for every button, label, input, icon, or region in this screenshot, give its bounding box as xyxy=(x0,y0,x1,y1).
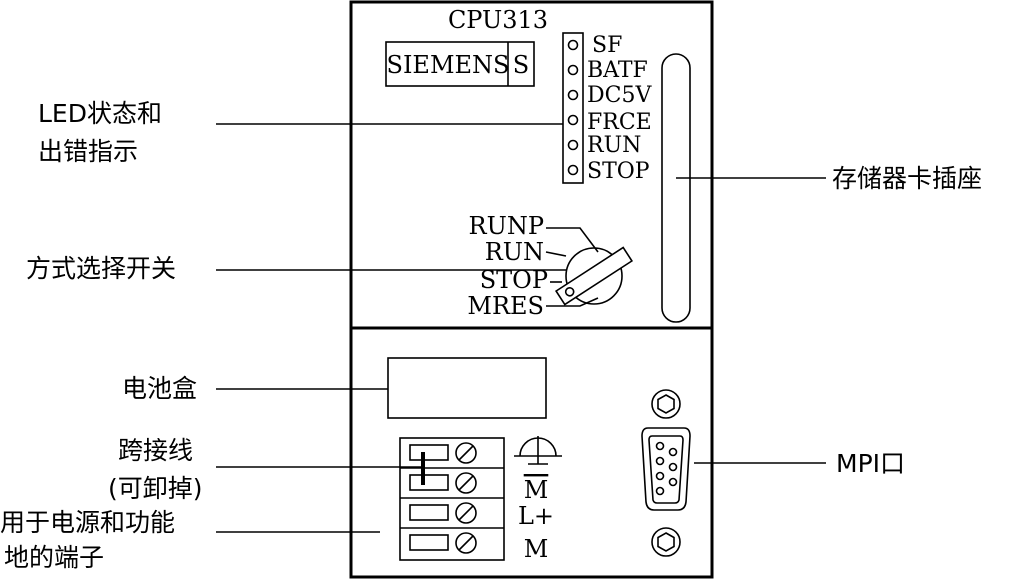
led-dot-run xyxy=(567,139,579,151)
mpi-pin-5 xyxy=(668,447,678,457)
led-label-stop: STOP xyxy=(587,159,650,184)
terminal-screw-3 xyxy=(455,502,477,524)
mpi-connector xyxy=(641,389,691,557)
callout-jumper-line2: (可卸掉) xyxy=(108,474,203,503)
led-label-sf: SF xyxy=(592,33,622,58)
terminal-screw-4 xyxy=(455,532,477,554)
mpi-screw-top xyxy=(651,389,681,419)
cpu-label: CPU313 xyxy=(448,6,548,34)
terminal-screw-4-slot xyxy=(458,535,474,551)
led-dot-dc5v xyxy=(567,89,579,101)
mpi-pin-2 xyxy=(655,456,665,466)
terminal-block-frame xyxy=(399,437,505,561)
mpi-pin-1 xyxy=(655,441,665,451)
terminal-slot-4 xyxy=(409,534,449,551)
mode-label-runp: RUNP xyxy=(469,212,544,240)
mode-label-mres: MRES xyxy=(467,292,544,320)
mode-leader-run xyxy=(545,251,567,257)
mode-leader-mres xyxy=(546,297,599,307)
terminal-screw-3-slot xyxy=(458,505,474,521)
led-dot-batf xyxy=(567,64,579,76)
siemens-suffix: S xyxy=(513,51,529,79)
terminal-block xyxy=(399,437,505,561)
mpi-screw-top-hex xyxy=(657,394,675,414)
terminal-label-lplus: L+ xyxy=(518,502,554,530)
led-dot-stop xyxy=(567,164,579,176)
mpi-port-inner xyxy=(648,435,684,504)
mode-leader-runp xyxy=(546,227,599,253)
callout-power-terminals-line1: 用于电源和功能 xyxy=(0,508,175,537)
callout-mode-selector: 方式选择开关 xyxy=(26,254,176,283)
ground-icon xyxy=(514,436,562,465)
led-label-run: RUN xyxy=(587,133,641,158)
terminal-label-m1: M xyxy=(524,476,549,504)
mpi-pin-7 xyxy=(668,477,678,487)
mpi-port-shell xyxy=(641,427,691,511)
mpi-pin-6 xyxy=(668,462,678,472)
terminal-slot-3 xyxy=(409,504,449,521)
mode-label-run: RUN xyxy=(485,238,544,266)
mpi-pin-3 xyxy=(655,471,665,481)
callout-battery-box: 电池盒 xyxy=(122,374,197,403)
led-dot-frce xyxy=(567,114,579,126)
callout-led-status-line2: 出错指示 xyxy=(38,137,138,166)
led-indicators xyxy=(567,39,579,176)
mode-switch-key xyxy=(554,246,634,306)
memory-card-slot xyxy=(661,53,691,323)
callout-jumper-line1: 跨接线 xyxy=(118,436,193,465)
terminal-label-m2: M xyxy=(524,535,549,563)
siemens-brand: SIEMENS xyxy=(387,51,510,79)
mode-switch xyxy=(554,246,634,306)
battery-box xyxy=(387,357,547,419)
terminal-screw-1 xyxy=(455,442,477,464)
terminal-slot-1 xyxy=(409,444,449,461)
callout-memory-card: 存储器卡插座 xyxy=(832,164,982,193)
mpi-screw-bottom xyxy=(651,527,681,557)
module-housing xyxy=(349,0,714,579)
callout-mpi-port: MPI口 xyxy=(836,449,905,478)
callout-led-status-line1: LED状态和 xyxy=(38,99,162,128)
led-dot-sf xyxy=(567,39,579,51)
led-label-dc5v: DC5V xyxy=(587,83,652,108)
callout-power-terminals-line2: 地的端子 xyxy=(4,543,104,572)
siemens-badge xyxy=(385,41,535,87)
led-strip xyxy=(562,32,584,184)
led-label-batf: BATF xyxy=(587,58,648,83)
terminal-screw-2 xyxy=(455,472,477,494)
mpi-screw-bottom-hex xyxy=(657,532,675,552)
led-label-frce: FRCE xyxy=(587,110,652,135)
terminal-slot-2 xyxy=(409,474,449,491)
mode-switch-key-hole xyxy=(564,286,575,297)
terminal-screw-2-slot xyxy=(458,475,474,491)
terminal-screw-1-slot xyxy=(458,445,474,461)
mpi-pin-4 xyxy=(655,486,665,496)
